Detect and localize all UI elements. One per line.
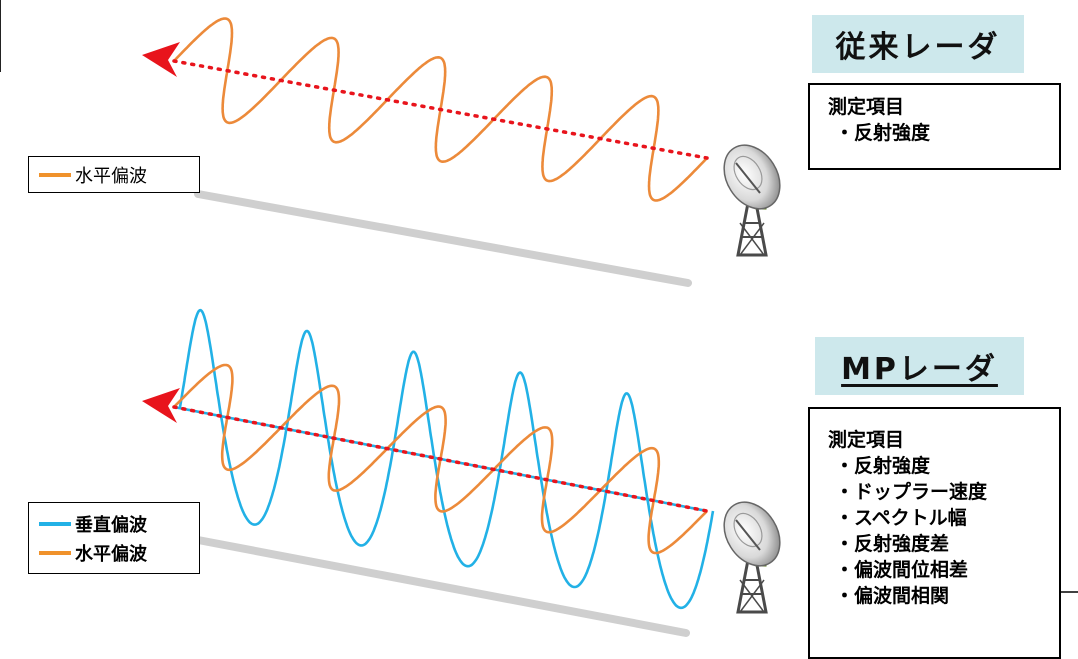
legend-swatch-vertical bbox=[39, 521, 71, 526]
mp-radar-title-text: MPレーダ bbox=[841, 352, 998, 387]
legend-item-horizontal: 水平偏波 bbox=[39, 538, 189, 567]
measurement-item: ・反射強度 bbox=[835, 455, 931, 477]
radar-dish-icon bbox=[723, 501, 781, 614]
vertical-wave-bottom bbox=[178, 308, 715, 610]
measurement-item: ・ドップラー速度 bbox=[835, 481, 988, 503]
legend-item-vertical: 垂直偏波 bbox=[39, 509, 189, 538]
mp-measurement-box: 測定項目 ・反射強度 ・ドップラー速度 ・スペクトル幅 ・反射強度差 ・偏波間位… bbox=[808, 407, 1061, 659]
legend-label: 水平偏波 bbox=[75, 543, 147, 565]
conventional-radar-title-text: 従来レーダ bbox=[835, 30, 1001, 65]
conventional-legend: 水平偏波 bbox=[28, 156, 200, 193]
measurement-item: ・偏波間位相差 bbox=[835, 559, 969, 581]
legend-label: 水平偏波 bbox=[75, 165, 147, 187]
measurement-item: ・反射強度差 bbox=[835, 533, 950, 555]
legend-item-horizontal: 水平偏波 bbox=[39, 160, 189, 189]
mp-radar-title: MPレーダ bbox=[815, 337, 1024, 395]
measurement-item: ・反射強度 bbox=[835, 122, 931, 144]
mp-legend: 垂直偏波 水平偏波 bbox=[28, 502, 200, 574]
ground-line-bottom bbox=[194, 536, 690, 637]
beam-arrow-icon bbox=[142, 42, 709, 160]
measurement-heading: 測定項目 bbox=[828, 429, 905, 451]
ground-line-top bbox=[194, 190, 692, 287]
legend-swatch-horizontal bbox=[39, 550, 71, 555]
measurement-item: ・スペクトル幅 bbox=[835, 507, 967, 529]
legend-swatch-horizontal bbox=[39, 172, 71, 177]
conventional-radar-title: 従来レーダ bbox=[812, 15, 1024, 73]
radar-dish-icon bbox=[723, 144, 781, 257]
measurement-item: ・偏波間相関 bbox=[835, 585, 950, 607]
measurement-heading: 測定項目 bbox=[828, 96, 905, 118]
conventional-measurement-box: 測定項目 ・反射強度 bbox=[808, 83, 1061, 170]
beam-arrow-icon bbox=[142, 388, 709, 513]
legend-label: 垂直偏波 bbox=[75, 514, 147, 536]
